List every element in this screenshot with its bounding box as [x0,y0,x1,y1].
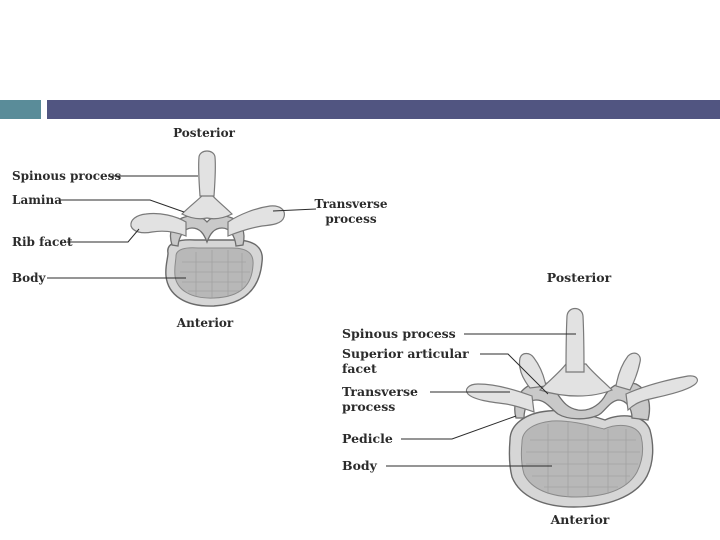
leader-line-rib-facet [67,229,139,242]
superior-articular-facet-label-line2: facet [342,361,377,376]
leader-line-lamina [61,200,184,212]
thoracic-body-label: Body [12,271,47,285]
thoracic-transverse-label-line1: Transverse [315,197,388,211]
lumbar-transverse-label-line2: process [342,399,395,414]
thoracic-spinous-process-label: Spinous process [12,169,121,183]
thoracic-posterior-label: Posterior [173,126,236,140]
thoracic-vertebra-illustration [131,151,284,306]
thoracic-lamina-label: Lamina [12,193,62,207]
pedicle-label: Pedicle [342,431,393,446]
lumbar-vertebra-illustration [466,309,697,508]
lumbar-body-label: Body [342,458,378,473]
superior-articular-facet-label-line1: Superior articular [342,346,469,361]
thoracic-rib-facet-label: Rib facet [12,235,73,249]
lumbar-transverse-label-line1: Transverse [342,384,418,399]
thoracic-anterior-label: Anterior [176,316,234,330]
leader-line-pedicle [401,416,516,439]
lumbar-anterior-label: Anterior [550,512,610,527]
lumbar-spinous-process-label: Spinous process [342,326,456,341]
thoracic-transverse-label-line2: process [325,212,376,226]
lumbar-posterior-label: Posterior [547,270,612,285]
